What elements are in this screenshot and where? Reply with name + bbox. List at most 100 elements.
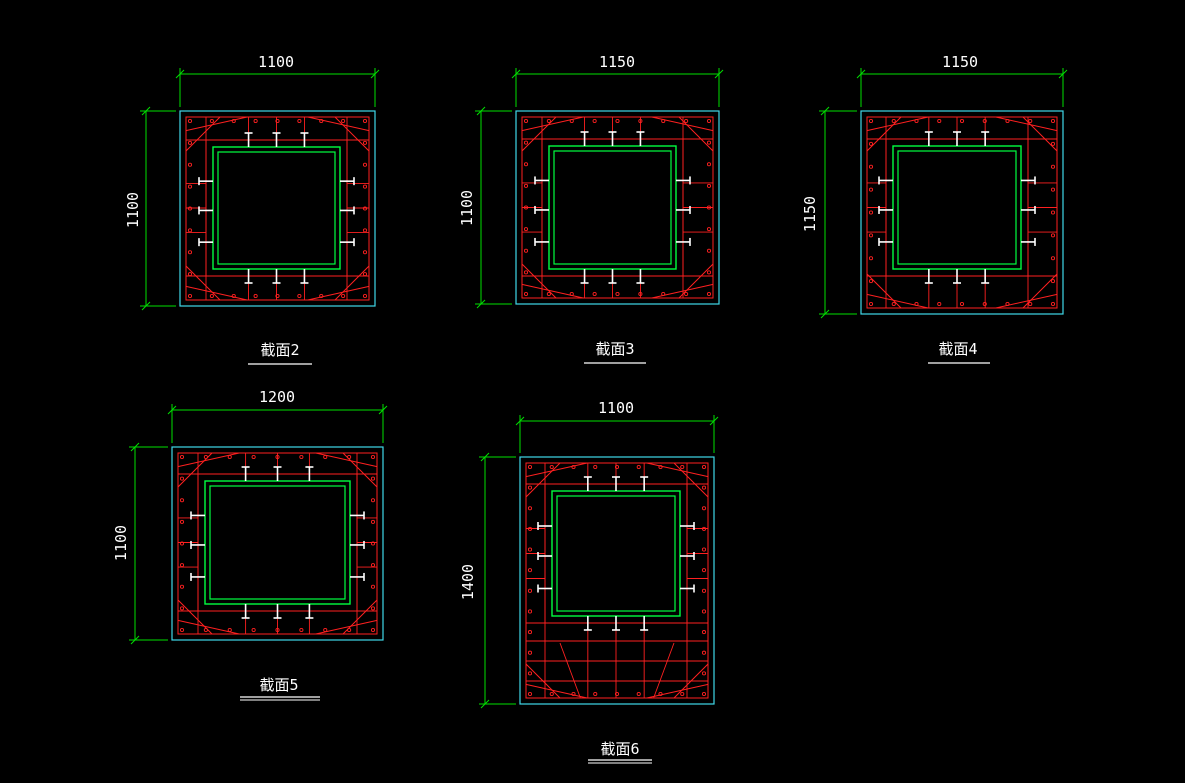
- dimension-tick: [378, 405, 388, 415]
- rebar-bar: [1050, 141, 1056, 146]
- rebar-bar: [323, 627, 328, 633]
- rebar-bar: [523, 248, 529, 253]
- dimension-tick: [856, 69, 866, 79]
- rebar-bar: [203, 627, 208, 633]
- rebar-bar: [527, 630, 533, 635]
- section-2-height-label: 1100: [124, 192, 142, 228]
- rebar-bar: [523, 227, 529, 232]
- rebar-bar: [341, 293, 346, 299]
- rebar-bar: [527, 547, 533, 552]
- rebar-bar: [1005, 118, 1010, 124]
- rebar-bar: [319, 118, 324, 124]
- rebar-bar: [227, 627, 232, 633]
- section-4-title: 截面4: [938, 340, 977, 358]
- rebar-bar: [179, 563, 185, 568]
- rebar-bar: [868, 164, 874, 169]
- dimension-tick: [141, 106, 151, 116]
- rebar-bar: [571, 691, 576, 697]
- section-5-width-label: 1200: [259, 388, 295, 406]
- dimension-tick: [480, 699, 490, 709]
- rebar-bar: [636, 464, 641, 470]
- rebar-bar: [362, 140, 368, 145]
- rebar-bar: [1050, 187, 1056, 192]
- rebar-bar: [982, 118, 987, 124]
- rebar-bar: [569, 118, 574, 124]
- rebar-bar: [209, 118, 214, 124]
- rebar-bar: [187, 206, 193, 211]
- rebar-diagonal: [525, 462, 588, 478]
- rebar-bar: [527, 526, 533, 531]
- rebar-bar: [527, 691, 533, 697]
- rebar-bar: [362, 184, 368, 189]
- rebar-bar: [868, 256, 874, 261]
- rebar-bar: [701, 650, 707, 655]
- section-outline: [179, 110, 376, 307]
- rebar-bar: [362, 250, 368, 255]
- rebar-bar: [275, 627, 280, 633]
- rebar-bar: [523, 118, 529, 124]
- rebar-bar: [684, 291, 689, 297]
- rebar-diagonal: [866, 293, 929, 309]
- rebar-diagonal: [646, 683, 709, 699]
- rebar-inner-tie: [197, 473, 358, 612]
- rebar-bar: [868, 141, 874, 146]
- rebar-bar: [706, 140, 712, 145]
- rebar-bar: [370, 454, 376, 460]
- section-4[interactable]: 1150 1150 截面4: [801, 53, 1068, 364]
- section-outline: [519, 456, 715, 705]
- rebar-bar: [706, 183, 712, 188]
- rebar-bar: [706, 118, 712, 124]
- dimension-tick: [476, 106, 486, 116]
- rebar-bar: [251, 454, 256, 460]
- rebar-diagonal: [995, 293, 1058, 309]
- rebar-bar: [347, 454, 352, 460]
- rebar-bar: [549, 464, 554, 470]
- rebar-octagon-tie: [866, 116, 1058, 309]
- rebar-bar: [706, 227, 712, 232]
- rebar-bar: [636, 691, 641, 697]
- rebar-bar: [319, 293, 324, 299]
- rebar-bar: [891, 301, 896, 307]
- rebar-bar: [701, 464, 707, 470]
- section-4-width-label: 1150: [942, 53, 978, 71]
- section-5[interactable]: 1200 1100 截面5: [112, 388, 388, 701]
- rebar-bar: [209, 293, 214, 299]
- rebar-bar: [701, 506, 707, 511]
- rebar-bar: [684, 118, 689, 124]
- rebar-diagonal: [653, 642, 675, 699]
- rebar-bar: [179, 476, 185, 481]
- rebar-diagonal: [185, 116, 248, 132]
- steel-box-outer: [204, 480, 351, 605]
- rebar-bar: [527, 568, 533, 573]
- section-3-title: 截面3: [595, 340, 634, 358]
- rebar-bar: [203, 454, 208, 460]
- rebar-bar: [1050, 233, 1056, 238]
- rebar-bar: [231, 293, 236, 299]
- steel-box-inner: [897, 150, 1017, 265]
- section-6[interactable]: 1100 1400 截面6: [459, 399, 719, 764]
- section-3[interactable]: 1150 1100 截面3: [458, 53, 724, 364]
- rebar-bar: [638, 118, 643, 124]
- rebar-bar: [658, 464, 663, 470]
- rebar-inner-tie: [885, 138, 1029, 277]
- rebar-bar: [370, 584, 376, 589]
- rebar-bar: [251, 627, 256, 633]
- section-outline: [515, 110, 720, 305]
- rebar-bar: [706, 162, 712, 167]
- rebar-bar: [937, 301, 942, 307]
- rebar-diagonal: [646, 462, 709, 478]
- dimension-tick: [480, 452, 490, 462]
- steel-box-outer: [548, 145, 677, 270]
- rebar-bar: [982, 301, 987, 307]
- steel-box-inner: [217, 151, 336, 265]
- rebar-bar: [592, 118, 597, 124]
- rebar-bar: [275, 118, 280, 124]
- section-3-width-label: 1150: [599, 53, 635, 71]
- rebar-bar: [1050, 301, 1056, 307]
- section-2[interactable]: 1100 1100 截面2: [124, 53, 380, 365]
- rebar-octagon-tie: [521, 116, 714, 299]
- dimension-tick: [1058, 69, 1068, 79]
- dimension-tick: [370, 69, 380, 79]
- rebar-bar: [1050, 210, 1056, 215]
- dimension-tick: [167, 405, 177, 415]
